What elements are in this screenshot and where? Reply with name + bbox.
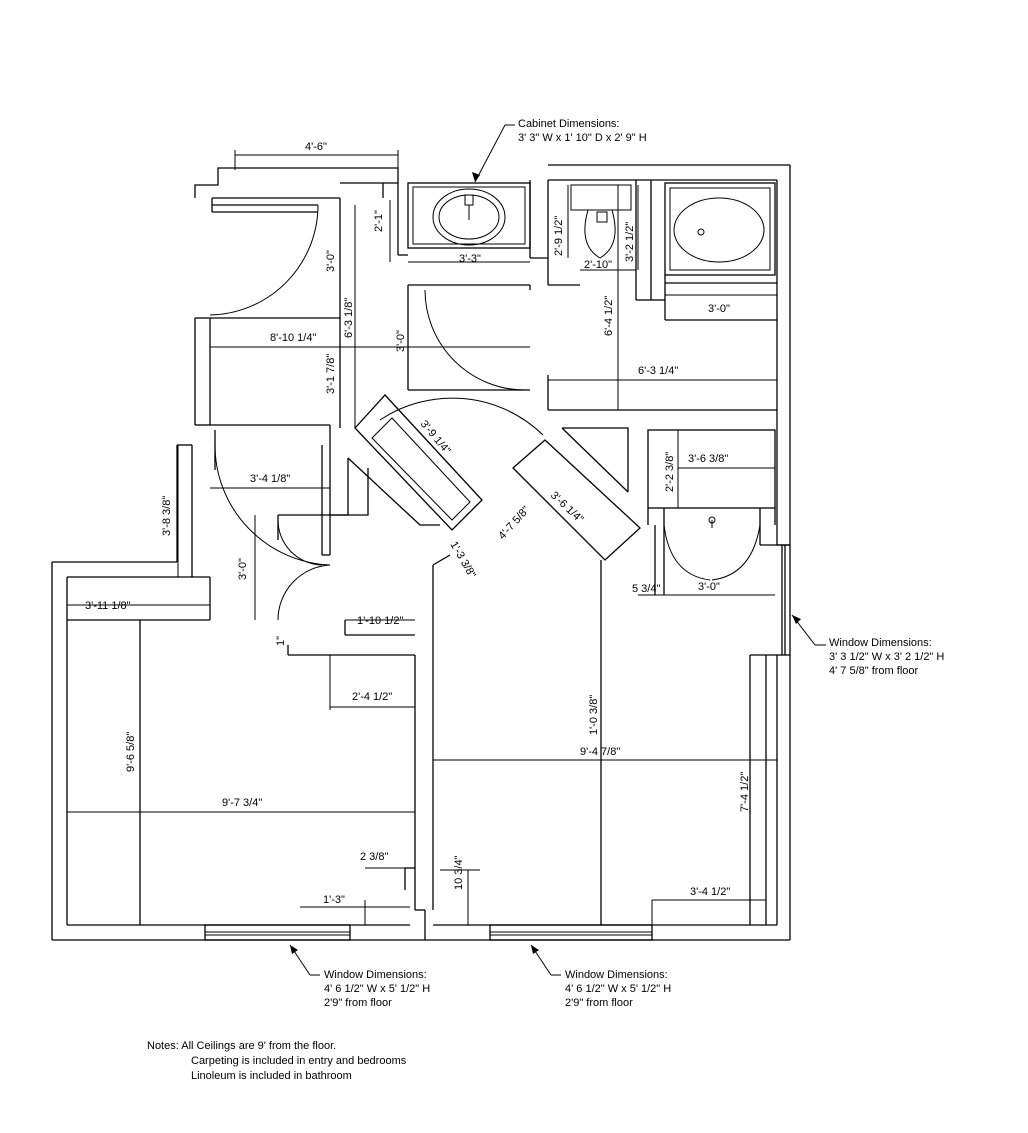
dim-label: 3'-0" xyxy=(708,303,730,315)
window-bottom-left-callout-title: Window Dimensions: xyxy=(324,969,427,981)
door-swings xyxy=(209,204,761,621)
window-right-callout-size: 3' 3 1/2" W x 3' 2 1/2" H xyxy=(829,651,944,663)
dim-label: 2'-9 1/2" xyxy=(553,216,565,256)
dim-label: 3'-6 1/4" xyxy=(548,489,586,525)
dimension-lines xyxy=(67,150,777,925)
callout-leaders xyxy=(289,124,826,976)
dim-label: 1" xyxy=(275,636,287,646)
window-right-callout-height: 4' 7 5/8" from floor xyxy=(829,665,918,677)
dim-label: 8'-10 1/4" xyxy=(270,332,316,344)
notes-line-carpeting: Carpeting is included in entry and bedro… xyxy=(191,1055,407,1067)
window-bottom-left-callout-size: 4' 6 1/2" W x 5' 1/2" H xyxy=(324,983,430,995)
dim-label: 3'-6 3/8" xyxy=(688,453,728,465)
dim-label: 3'-8 3/8" xyxy=(161,496,173,536)
cabinet-callout-title: Cabinet Dimensions: xyxy=(518,118,620,130)
dim-label: 2'-10" xyxy=(584,259,612,271)
dim-label: 1'-3 3/8" xyxy=(447,540,478,581)
dim-label: 6'-3 1/8" xyxy=(343,298,355,338)
notes-line-ceilings: Notes: All Ceilings are 9' from the floo… xyxy=(147,1040,336,1052)
dim-label: 3'-4 1/8" xyxy=(250,473,290,485)
dim-label: 5 3/4" xyxy=(632,583,660,595)
bathroom-fixtures xyxy=(398,180,777,321)
dim-label: 3'-0" xyxy=(237,558,249,580)
dim-label: 9'-7 3/4" xyxy=(222,797,262,809)
dim-label: 9'-6 5/8" xyxy=(125,732,137,772)
dim-label: 2'-1" xyxy=(373,210,385,232)
window-bottom-left-callout-height: 2'9" from floor xyxy=(324,997,392,1009)
dim-label: 6'-3 1/4" xyxy=(638,365,678,377)
dim-label: 3'-11 1/8" xyxy=(85,600,131,612)
window-bottom-right-callout-height: 2'9" from floor xyxy=(565,997,633,1009)
notes-line-linoleum: Linoleum is included in bathroom xyxy=(191,1070,352,1082)
dim-label: 4'-6" xyxy=(305,141,327,153)
dim-label: 3'-4 1/2" xyxy=(690,886,730,898)
dim-label: 3'-0" xyxy=(395,330,407,352)
cabinet-callout-spec: 3' 3" W x 1' 10" D x 2' 9" H xyxy=(518,132,647,144)
dim-label: 2 3/8" xyxy=(360,851,388,863)
window-bottom-right-callout-size: 4' 6 1/2" W x 5' 1/2" H xyxy=(565,983,671,995)
dim-label: 3'-0" xyxy=(698,581,720,593)
window-right-callout-title: Window Dimensions: xyxy=(829,637,932,649)
dim-label: 3'-3" xyxy=(459,253,481,265)
dim-label: 1'-3" xyxy=(323,894,345,906)
dim-label: 4'-7 5/8" xyxy=(496,504,532,542)
dim-label: 1'-0 3/8" xyxy=(588,695,600,735)
exterior-walls xyxy=(51,164,791,941)
dim-label: 3'-0" xyxy=(325,250,337,272)
dim-label: 3'-1 7/8" xyxy=(325,354,337,394)
dim-label: 2'-4 1/2" xyxy=(352,691,392,703)
dim-label: 1'-10 1/2" xyxy=(357,615,403,627)
window-bottom-right-callout-title: Window Dimensions: xyxy=(565,969,668,981)
dim-label: 10 3/4" xyxy=(453,855,465,890)
interior-walls xyxy=(67,284,790,941)
dim-label: 6'-4 1/2" xyxy=(603,296,615,336)
dim-label: 3'-2 1/2" xyxy=(624,222,636,262)
dim-label: 7'-4 1/2" xyxy=(739,772,751,812)
dim-label: 9'-4 7/8" xyxy=(580,746,620,758)
dim-label: 2'-2 3/8" xyxy=(664,452,676,492)
